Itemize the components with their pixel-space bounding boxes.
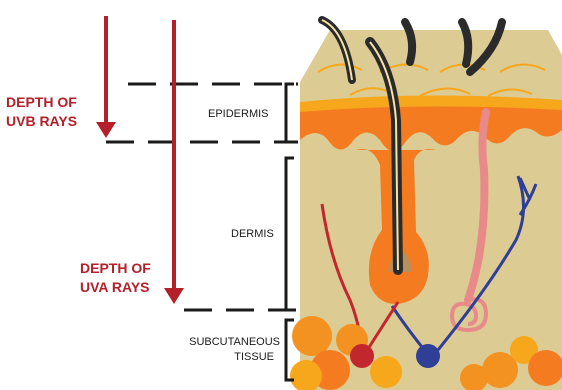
dermis-label: DERMIS xyxy=(231,227,274,242)
subcutaneous-label: SUBCUTANEOUS TISSUE xyxy=(176,335,280,365)
uva-arrow-head xyxy=(164,288,184,304)
uvb-label-line1: DEPTH OF xyxy=(6,93,77,112)
uvb-arrow-head xyxy=(96,122,116,138)
uvb-label: DEPTH OF UVB RAYS xyxy=(6,93,77,131)
subcutaneous-label-line1: SUBCUTANEOUS xyxy=(176,335,280,350)
epidermis-label: EPIDERMIS xyxy=(208,107,269,122)
vein-bulb xyxy=(416,344,440,368)
uva-label: DEPTH OF UVA RAYS xyxy=(80,259,151,297)
uvb-label-line2: UVB RAYS xyxy=(6,112,77,131)
subcutaneous-label-line2: TISSUE xyxy=(176,350,280,365)
uva-label-line2: UVA RAYS xyxy=(80,278,151,297)
dermis-bracket xyxy=(286,158,294,310)
uva-label-line1: DEPTH OF xyxy=(80,259,151,278)
epidermis-bracket xyxy=(286,84,294,142)
artery-bulb xyxy=(350,344,374,368)
